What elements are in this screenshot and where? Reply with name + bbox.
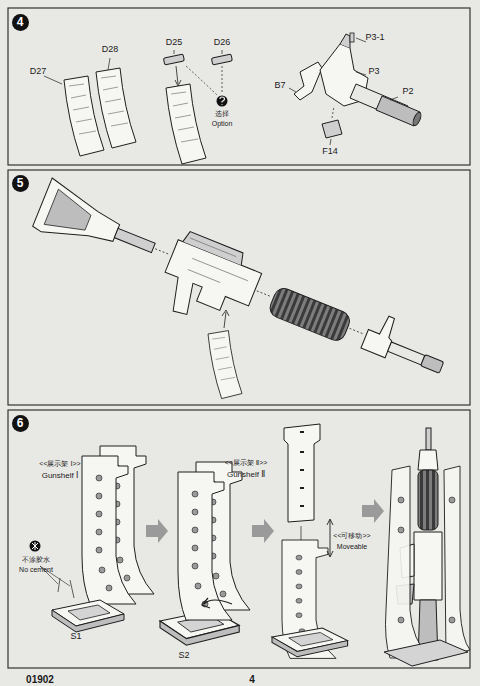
part-label: 不涂胶水 [22,556,50,563]
step-arrow [362,499,384,523]
part-label: Option [212,120,233,127]
part-label: <<展示架 Ⅰ>> [39,460,80,467]
rifle-exploded [23,176,454,412]
magazine-halves [44,58,136,156]
page-footer: 4 [249,675,255,686]
step-panel [8,410,470,668]
gunshelf-two [272,424,348,658]
part-label: 选择 [215,110,229,117]
step-panel [8,8,470,165]
part-label: F14 [322,147,338,156]
part-label: S1 [70,632,81,641]
magazine-insert [208,310,242,399]
step-number-text: 6 [17,417,24,429]
part-label: <<可移动>> [333,532,370,539]
step-number-text: 4 [17,16,24,28]
magazine-assembly [163,50,232,164]
part-label: B7 [274,81,285,90]
part-label: D27 [30,67,47,76]
step-number: 5 [12,175,29,192]
part-label: <<展示架 Ⅱ>> [225,459,268,466]
part-label: P3 [368,67,379,76]
step-number-text: 5 [17,177,24,189]
part-label: No cement [19,566,53,573]
rifle-on-stand [384,428,470,666]
part-label: D25 [166,38,183,47]
step-number: 4 [12,14,29,31]
step-panel [8,170,470,405]
part-label: D28 [102,45,119,54]
part-label: Moveable [337,543,367,550]
part-label: Gunshelf Ⅱ [227,471,265,479]
step-arrow [146,519,168,543]
step-number: 6 [12,415,29,432]
part-label: P3-1 [365,33,384,42]
part-label: Gunshelf Ⅰ [42,472,79,480]
part-label: D26 [214,38,231,47]
gunshelf-assembled [160,462,250,645]
page-footer: 01902 [26,675,54,686]
front-sight-assembly [289,33,422,145]
part-label: S2 [178,651,189,660]
part-label: P2 [402,87,413,96]
step-arrow [252,519,274,543]
